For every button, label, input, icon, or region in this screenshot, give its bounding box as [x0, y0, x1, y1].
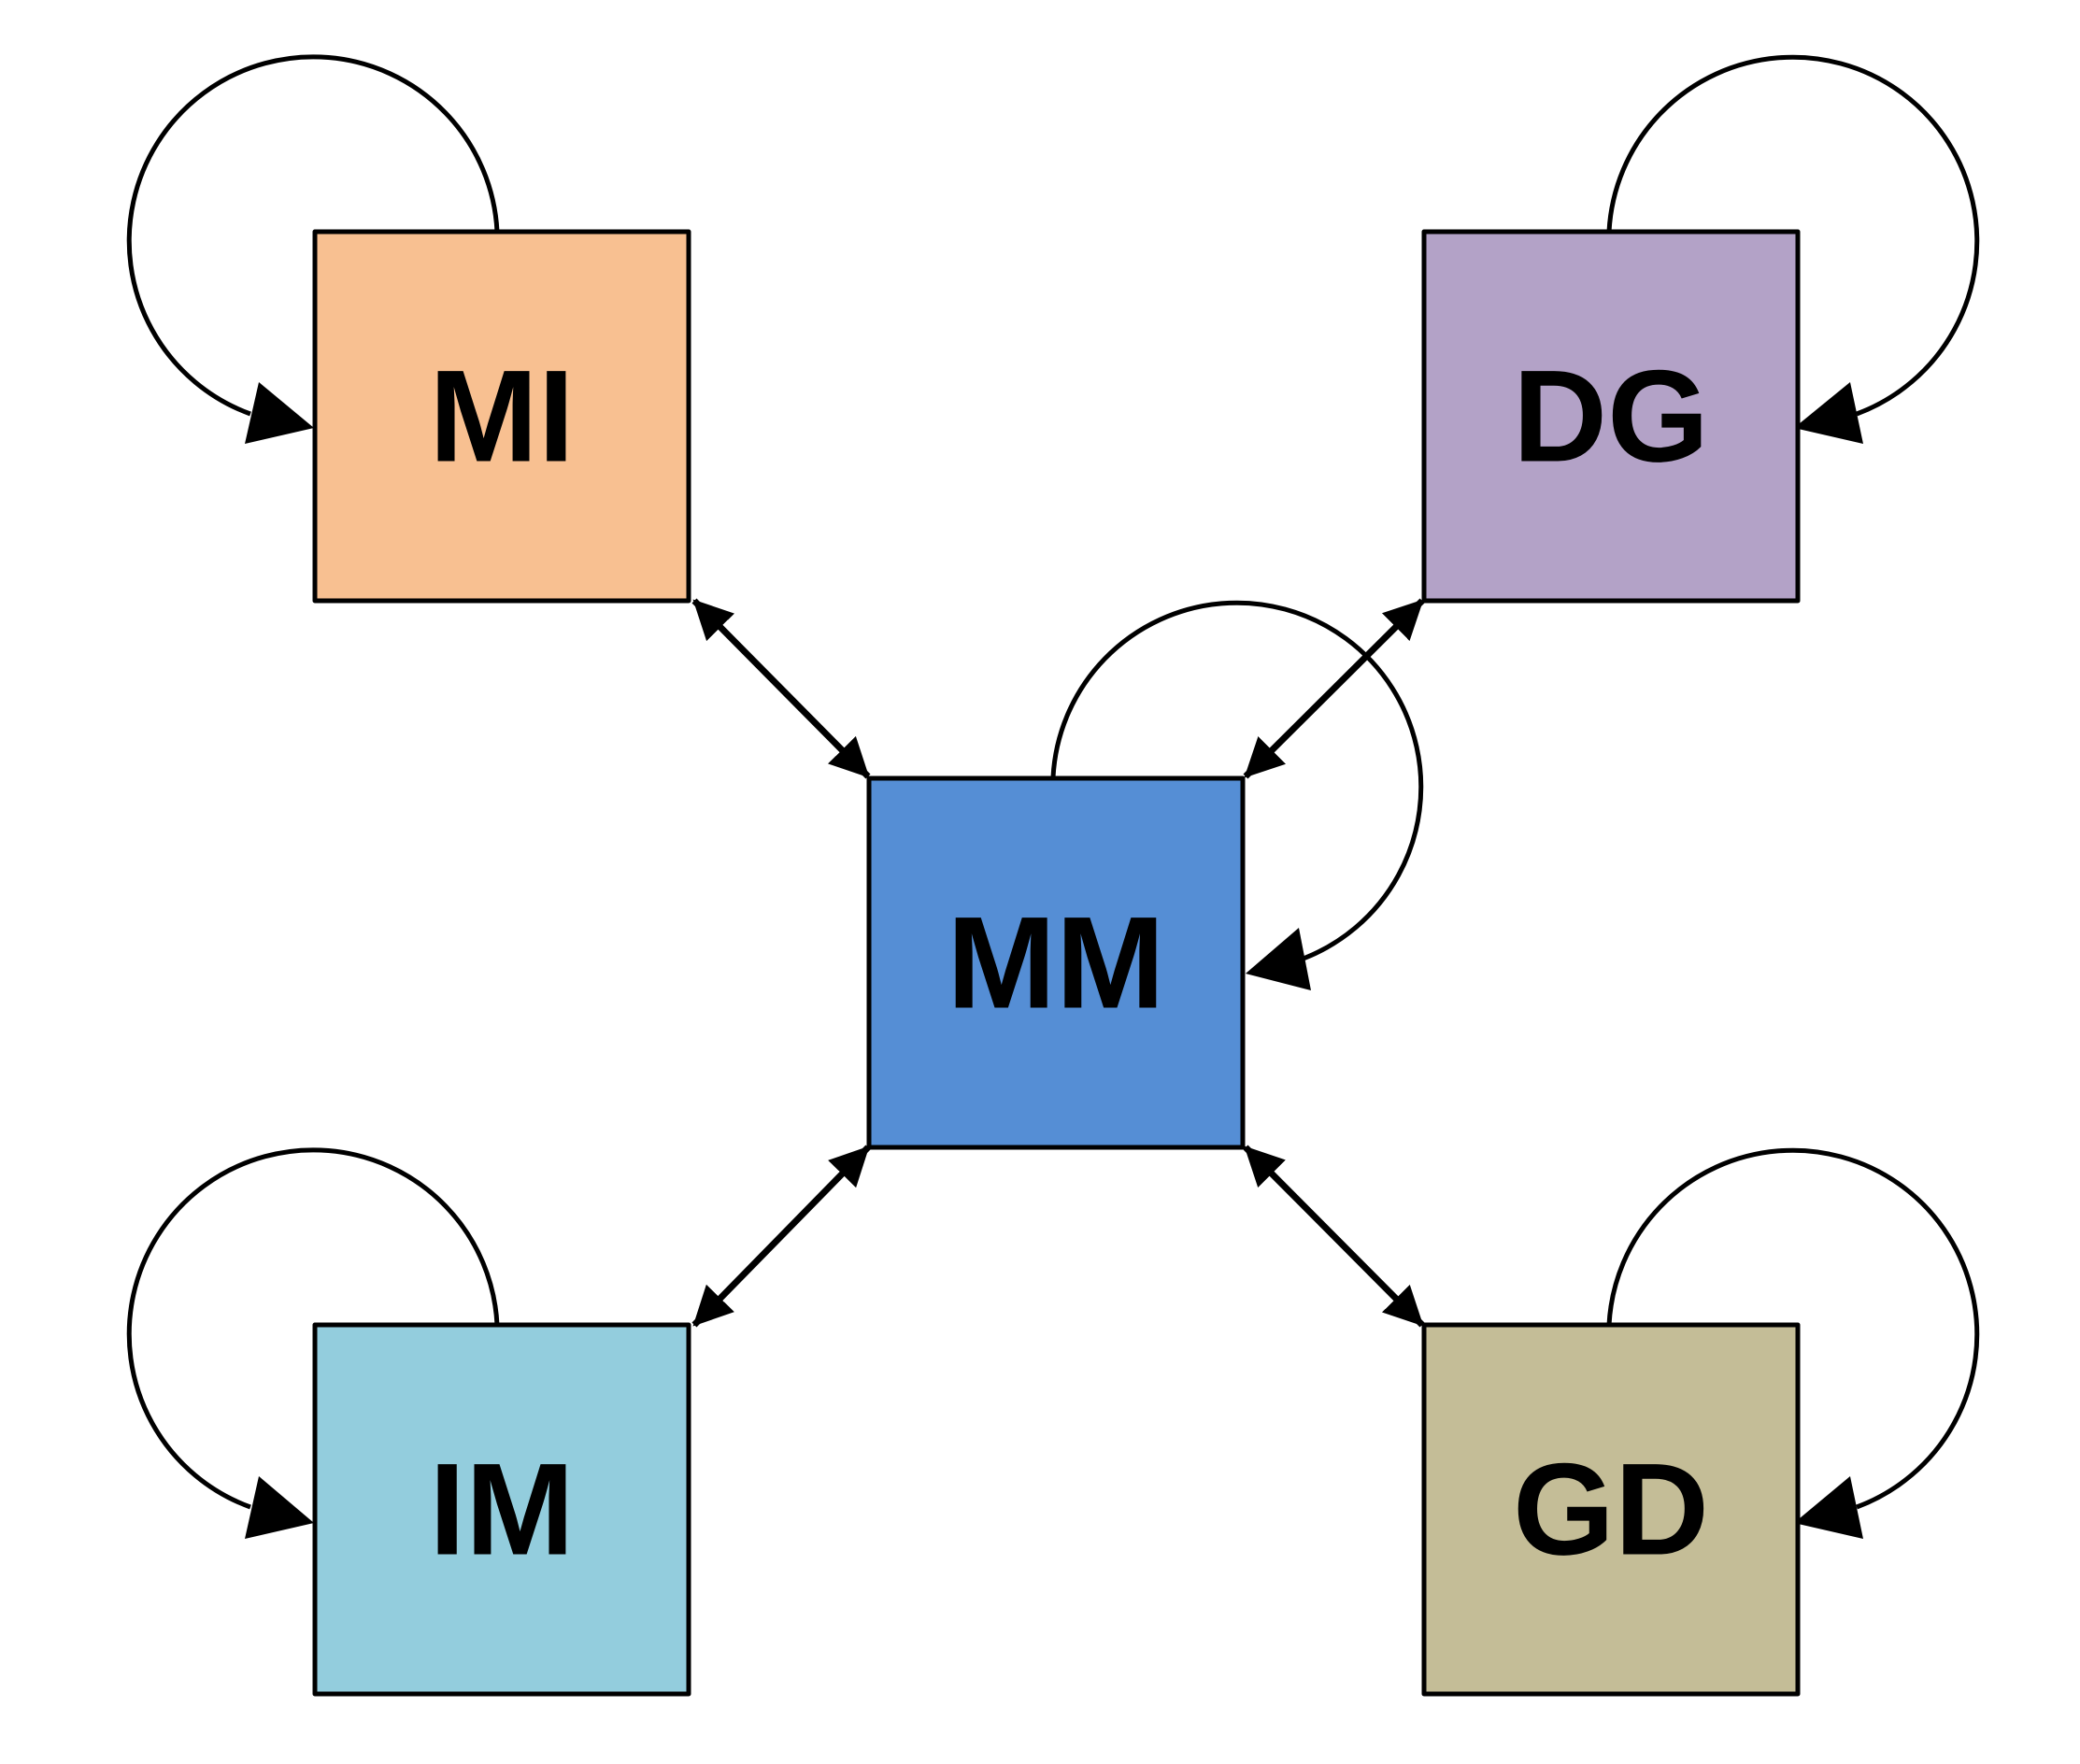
node-gd-label: GD	[1513, 1436, 1709, 1583]
node-im-label: IM	[429, 1436, 575, 1583]
node-dg-label: DG	[1513, 343, 1709, 490]
node-dg: DG	[1421, 229, 1801, 604]
node-dg-box	[1421, 229, 1801, 604]
self-loop-gd	[1606, 1147, 1980, 1510]
edge-mi-mm	[691, 598, 871, 779]
node-gd-box	[1421, 1322, 1801, 1697]
edges	[691, 598, 1425, 1328]
node-mm-box	[866, 775, 1246, 1150]
node-gd: GD	[1421, 1322, 1801, 1697]
node-im: IM	[312, 1322, 691, 1697]
node-mm: MM	[866, 775, 1246, 1150]
node-im-box	[312, 1322, 691, 1697]
self-loop-mm-arrowhead	[1246, 928, 1311, 990]
node-mi: MI	[312, 229, 691, 604]
self-loop-im-arrowhead	[245, 1476, 314, 1539]
self-loop-dg	[1606, 54, 1980, 417]
self-loop-mi	[126, 54, 500, 417]
self-loop-mi-arrowhead	[245, 382, 314, 444]
node-mi-label: MI	[429, 343, 575, 490]
self-loop-gd-arrowhead	[1794, 1476, 1863, 1539]
node-mm-label: MM	[947, 889, 1164, 1036]
self-loop-dg-arrowhead	[1794, 382, 1863, 444]
self-loop-im	[126, 1147, 500, 1510]
node-mi-box	[312, 229, 691, 604]
edge-im-mm	[691, 1145, 871, 1328]
edge-dg-mm	[1243, 598, 1425, 779]
edge-gd-mm	[1243, 1145, 1425, 1328]
